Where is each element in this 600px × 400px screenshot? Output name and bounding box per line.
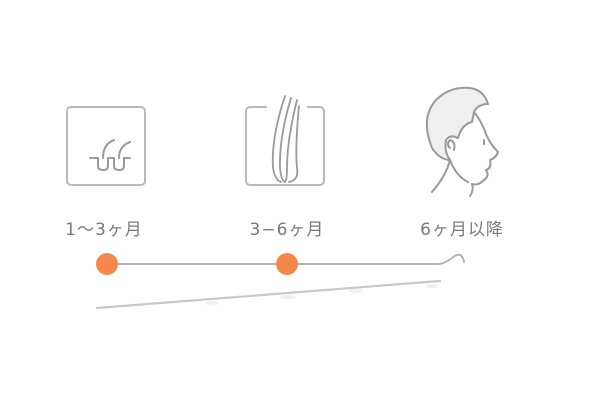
stage-1-icon-box bbox=[66, 106, 146, 186]
timeline-line bbox=[106, 253, 465, 265]
hair-follicle-icon bbox=[89, 139, 131, 172]
stage-1-label: 1〜3ヶ月 bbox=[65, 220, 143, 240]
stage-2-icon-box bbox=[245, 94, 325, 186]
timeline-base-line bbox=[95, 279, 442, 310]
stage-3-label: 6ヶ月以降 bbox=[420, 220, 504, 240]
stage-1-marker bbox=[96, 253, 118, 275]
stage-2-marker bbox=[276, 253, 298, 275]
stage-2-label: 3−6ヶ月 bbox=[249, 220, 325, 240]
hair-strands-icon bbox=[267, 94, 307, 183]
